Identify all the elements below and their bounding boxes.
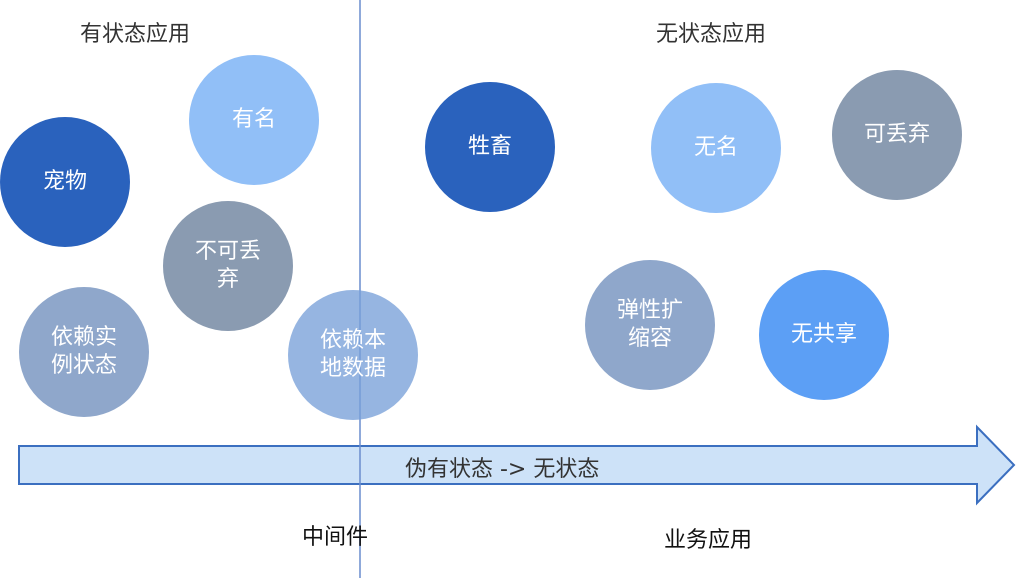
no-sharing-label: 无共享	[790, 322, 857, 347]
business-label: 业务应用	[664, 528, 753, 553]
named-circle: 有名	[189, 55, 319, 185]
divider-line	[359, 0, 361, 578]
disposable-label: 可丢弃	[863, 122, 930, 147]
cattle-label: 牲畜	[467, 134, 512, 159]
middleware-label: 中间件	[302, 525, 369, 550]
disposable-circle: 可丢弃	[832, 70, 962, 200]
cattle-circle: 牲畜	[425, 82, 555, 212]
not-disposable-label: 不可丢弃	[194, 239, 261, 292]
instance-state-label: 依赖实例状态	[50, 325, 117, 378]
arrow-label: 伪有状态 -> 无状态	[405, 457, 600, 482]
no-sharing-circle: 无共享	[759, 270, 889, 400]
named-label: 有名	[231, 107, 276, 132]
elastic-scaling-label: 弹性扩缩容	[616, 298, 683, 351]
unnamed-label: 无名	[693, 135, 738, 160]
local-data-circle: 依赖本地数据	[288, 290, 418, 420]
unnamed-circle: 无名	[651, 83, 781, 213]
local-data-label: 依赖本地数据	[319, 328, 386, 381]
stateful-title: 有状态应用	[80, 22, 191, 47]
pet-circle: 宠物	[0, 117, 130, 247]
instance-state-circle: 依赖实例状态	[19, 287, 149, 417]
arrow-shape	[18, 424, 1016, 506]
stateless-title: 无状态应用	[656, 22, 767, 47]
elastic-scaling-circle: 弹性扩缩容	[585, 260, 715, 390]
pet-label: 宠物	[42, 169, 87, 194]
not-disposable-circle: 不可丢弃	[163, 201, 293, 331]
